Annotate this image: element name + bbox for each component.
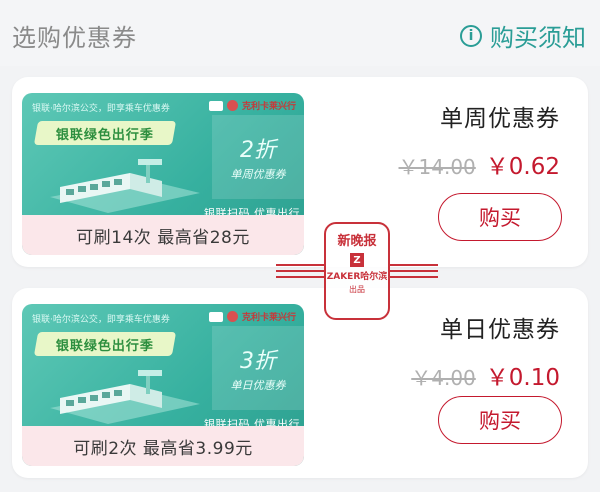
discount-label: 单日优惠券	[230, 379, 286, 392]
usage-text: 可刷14次 最高省28元	[76, 227, 250, 248]
buy-button-weekly[interactable]: 购买	[438, 193, 562, 241]
coupon-info: 单周优惠券 ￥14.00 ￥0.62	[399, 99, 560, 181]
brand-text: 克利卡莱兴行	[241, 313, 296, 323]
header: 选购优惠券 i 购买须知	[0, 0, 600, 66]
usage-strip: 可刷2次 最高省3.99元	[22, 426, 304, 466]
sale-price: ￥0.62	[485, 154, 560, 180]
coupon-slogan: 银联·哈尔滨公交，即享乘车优惠券	[32, 104, 170, 114]
campaign-banner-text: 银联绿色出行季	[55, 338, 154, 354]
bus-station-illustration	[50, 159, 200, 213]
original-price: ￥14.00	[398, 155, 476, 179]
coupon-name: 单日优惠券	[440, 317, 560, 343]
coupon-name: 单周优惠券	[440, 106, 560, 132]
campaign-banner: 银联绿色出行季	[33, 332, 177, 356]
coupon-image: 银联·哈尔滨公交，即享乘车优惠券 克利卡莱兴行 银联绿色出行季 2折 单周优惠券…	[22, 93, 304, 255]
discount-label: 单周优惠券	[230, 168, 286, 181]
discount-rate: 2折	[240, 138, 276, 163]
usage-strip: 可刷14次 最高省28元	[22, 215, 304, 255]
info-icon: i	[460, 24, 482, 47]
bus-logo-icon	[208, 100, 223, 111]
purchase-notice-link[interactable]: i 购买须知	[460, 18, 586, 53]
discount-box: 2折 单周优惠券	[212, 115, 304, 199]
campaign-banner-text: 银联绿色出行季	[55, 127, 154, 143]
sale-price: ￥0.10	[485, 365, 560, 391]
discount-rate: 3折	[240, 349, 276, 374]
bus-station-illustration	[50, 370, 200, 424]
purchase-notice-label: 购买须知	[490, 24, 586, 52]
brand-text: 克利卡莱兴行	[241, 102, 296, 112]
coupon-slogan: 银联·哈尔滨公交，即享乘车优惠券	[32, 315, 170, 325]
price-row: ￥14.00 ￥0.62	[399, 147, 560, 181]
bus-logo-icon	[208, 311, 223, 322]
coupon-info: 单日优惠券 ￥4.00 ￥0.10	[411, 310, 560, 392]
campaign-banner: 银联绿色出行季	[33, 121, 177, 145]
brand-logo-icon	[226, 100, 238, 111]
brand-badges: 克利卡莱兴行	[208, 310, 296, 323]
usage-text: 可刷2次 最高省3.99元	[73, 438, 253, 459]
discount-box: 3折 单日优惠券	[212, 326, 304, 410]
page-title: 选购优惠券	[12, 24, 137, 52]
watermark-brand: ZAKER哈尔滨	[326, 272, 388, 282]
coupon-image: 银联·哈尔滨公交，即享乘车优惠券 克利卡莱兴行 银联绿色出行季 3折 单日优惠券…	[22, 304, 304, 466]
original-price: ￥4.00	[411, 366, 476, 390]
price-row: ￥4.00 ￥0.10	[411, 358, 560, 392]
brand-badges: 克利卡莱兴行	[208, 99, 296, 112]
buy-button-daily[interactable]: 购买	[438, 396, 562, 444]
brand-logo-icon	[226, 311, 238, 322]
coupon-card-weekly: 银联·哈尔滨公交，即享乘车优惠券 克利卡莱兴行 银联绿色出行季 2折 单周优惠券…	[12, 77, 588, 267]
coupon-card-daily: 银联·哈尔滨公交，即享乘车优惠券 克利卡莱兴行 银联绿色出行季 3折 单日优惠券…	[12, 288, 588, 478]
